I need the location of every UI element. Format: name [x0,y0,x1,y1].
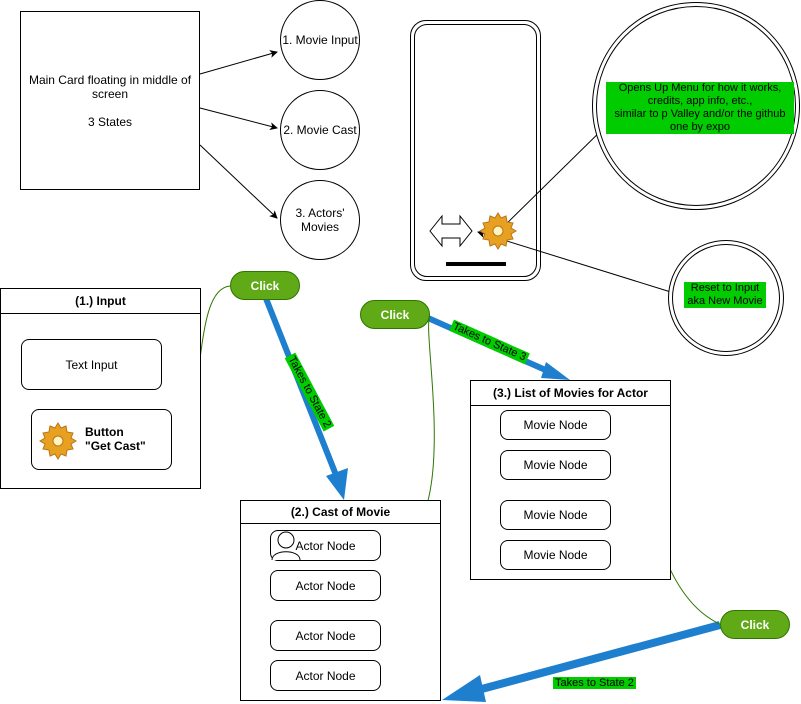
movie-node-2-label: Movie Node [523,458,588,472]
menu-line-1: Opens Up Menu for how it works, [618,82,782,94]
state2-label: 2. Movie Cast [283,123,357,137]
movie-node-1-label: Movie Node [523,418,588,432]
menu-callout-text: Opens Up Menu for how it works, credits,… [606,82,794,134]
state-circle-2: 2. Movie Cast [280,90,360,170]
arrow-to-state3 [199,144,278,219]
blue-arrowhead-state3 [541,362,570,380]
actor-avatar-icon [271,531,301,561]
click-pill-2[interactable]: Click [360,300,430,329]
input-panel: (1.) Input Text Input Button "Get Cast" [0,288,201,489]
edge-label-to-state2-b: Takes to State 2 [553,677,636,689]
menu-line-3: similar to p Valley and/or the github [614,108,786,120]
state3-label-line1: 3. Actors' [295,206,345,220]
phone-screen [414,24,537,277]
main-card-line1: Main Card floating in middle of [28,72,192,87]
actor-node-1-label: Actor Node [295,538,356,553]
input-panel-title: (1.) Input [1,289,200,314]
movie-node-3-label: Movie Node [523,508,588,522]
click-pill-2-label: Click [380,307,410,322]
gear-icon[interactable] [478,210,518,250]
phone-frame [410,20,541,281]
button-label-line1: Button [85,425,124,439]
actor-node-2[interactable]: Actor Node [270,570,381,601]
button-label-line2: "Get Cast" [85,439,146,453]
actor-node-2-label: Actor Node [295,578,356,593]
actor-node-4-label: Actor Node [295,668,356,683]
click-pill-1-label: Click [250,278,280,293]
actor-node-4[interactable]: Actor Node [270,660,381,691]
blue-arrowhead-back-state2 [442,675,486,702]
arrow-to-state1 [199,50,278,75]
reset-callout-circle-inner [672,244,780,352]
menu-line-2: credits, app info, etc., [647,95,753,107]
movie-node-1[interactable]: Movie Node [500,410,611,440]
main-card-line2: screen [91,86,129,101]
click-pill-3[interactable]: Click [720,610,790,639]
menu-callout-circle-inner [596,6,796,206]
movie-node-3[interactable]: Movie Node [500,500,611,530]
main-card-line3: 3 States [87,114,133,129]
cast-panel-title: (2.) Cast of Movie [241,501,440,524]
movie-node-2[interactable]: Movie Node [500,450,611,480]
home-indicator-bar [446,262,506,266]
movie-node-4-label: Movie Node [523,548,588,562]
arrow-to-state2 [199,107,278,131]
actor-node-3-label: Actor Node [295,628,356,643]
click-pill-3-label: Click [740,617,770,632]
main-card-box: Main Card floating in middle of screen 3… [20,11,200,190]
reset-line-1: Reset to Input [690,282,760,294]
state1-label: 1. Movie Input [282,33,358,47]
menu-line-4: one by expo [670,121,730,133]
arrow-menu-to-gear [499,119,613,231]
click-pill-1[interactable]: Click [230,271,300,300]
blue-arrow-back-to-state2 [476,621,722,694]
arrow-reset-to-back [477,230,675,294]
state3-label-line2: Movies [300,220,339,234]
state-circle-3: 3. Actors' Movies [280,180,360,260]
reset-line-2: aka New Movie [687,295,763,307]
blue-arrowhead-state2 [326,468,348,500]
get-cast-button[interactable]: Button "Get Cast" [31,409,172,470]
text-input-node[interactable]: Text Input [21,339,162,390]
reset-callout-text: Reset to Input aka New Movie [684,282,766,308]
state-circle-1: 1. Movie Input [280,0,360,80]
button-gear-icon [38,420,78,460]
text-input-label: Text Input [65,357,118,372]
back-arrow-icon[interactable] [428,208,474,254]
actor-node-3[interactable]: Actor Node [270,620,381,651]
movie-node-4[interactable]: Movie Node [500,540,611,570]
movies-panel-title: (3.) List of Movies for Actor [471,381,670,406]
